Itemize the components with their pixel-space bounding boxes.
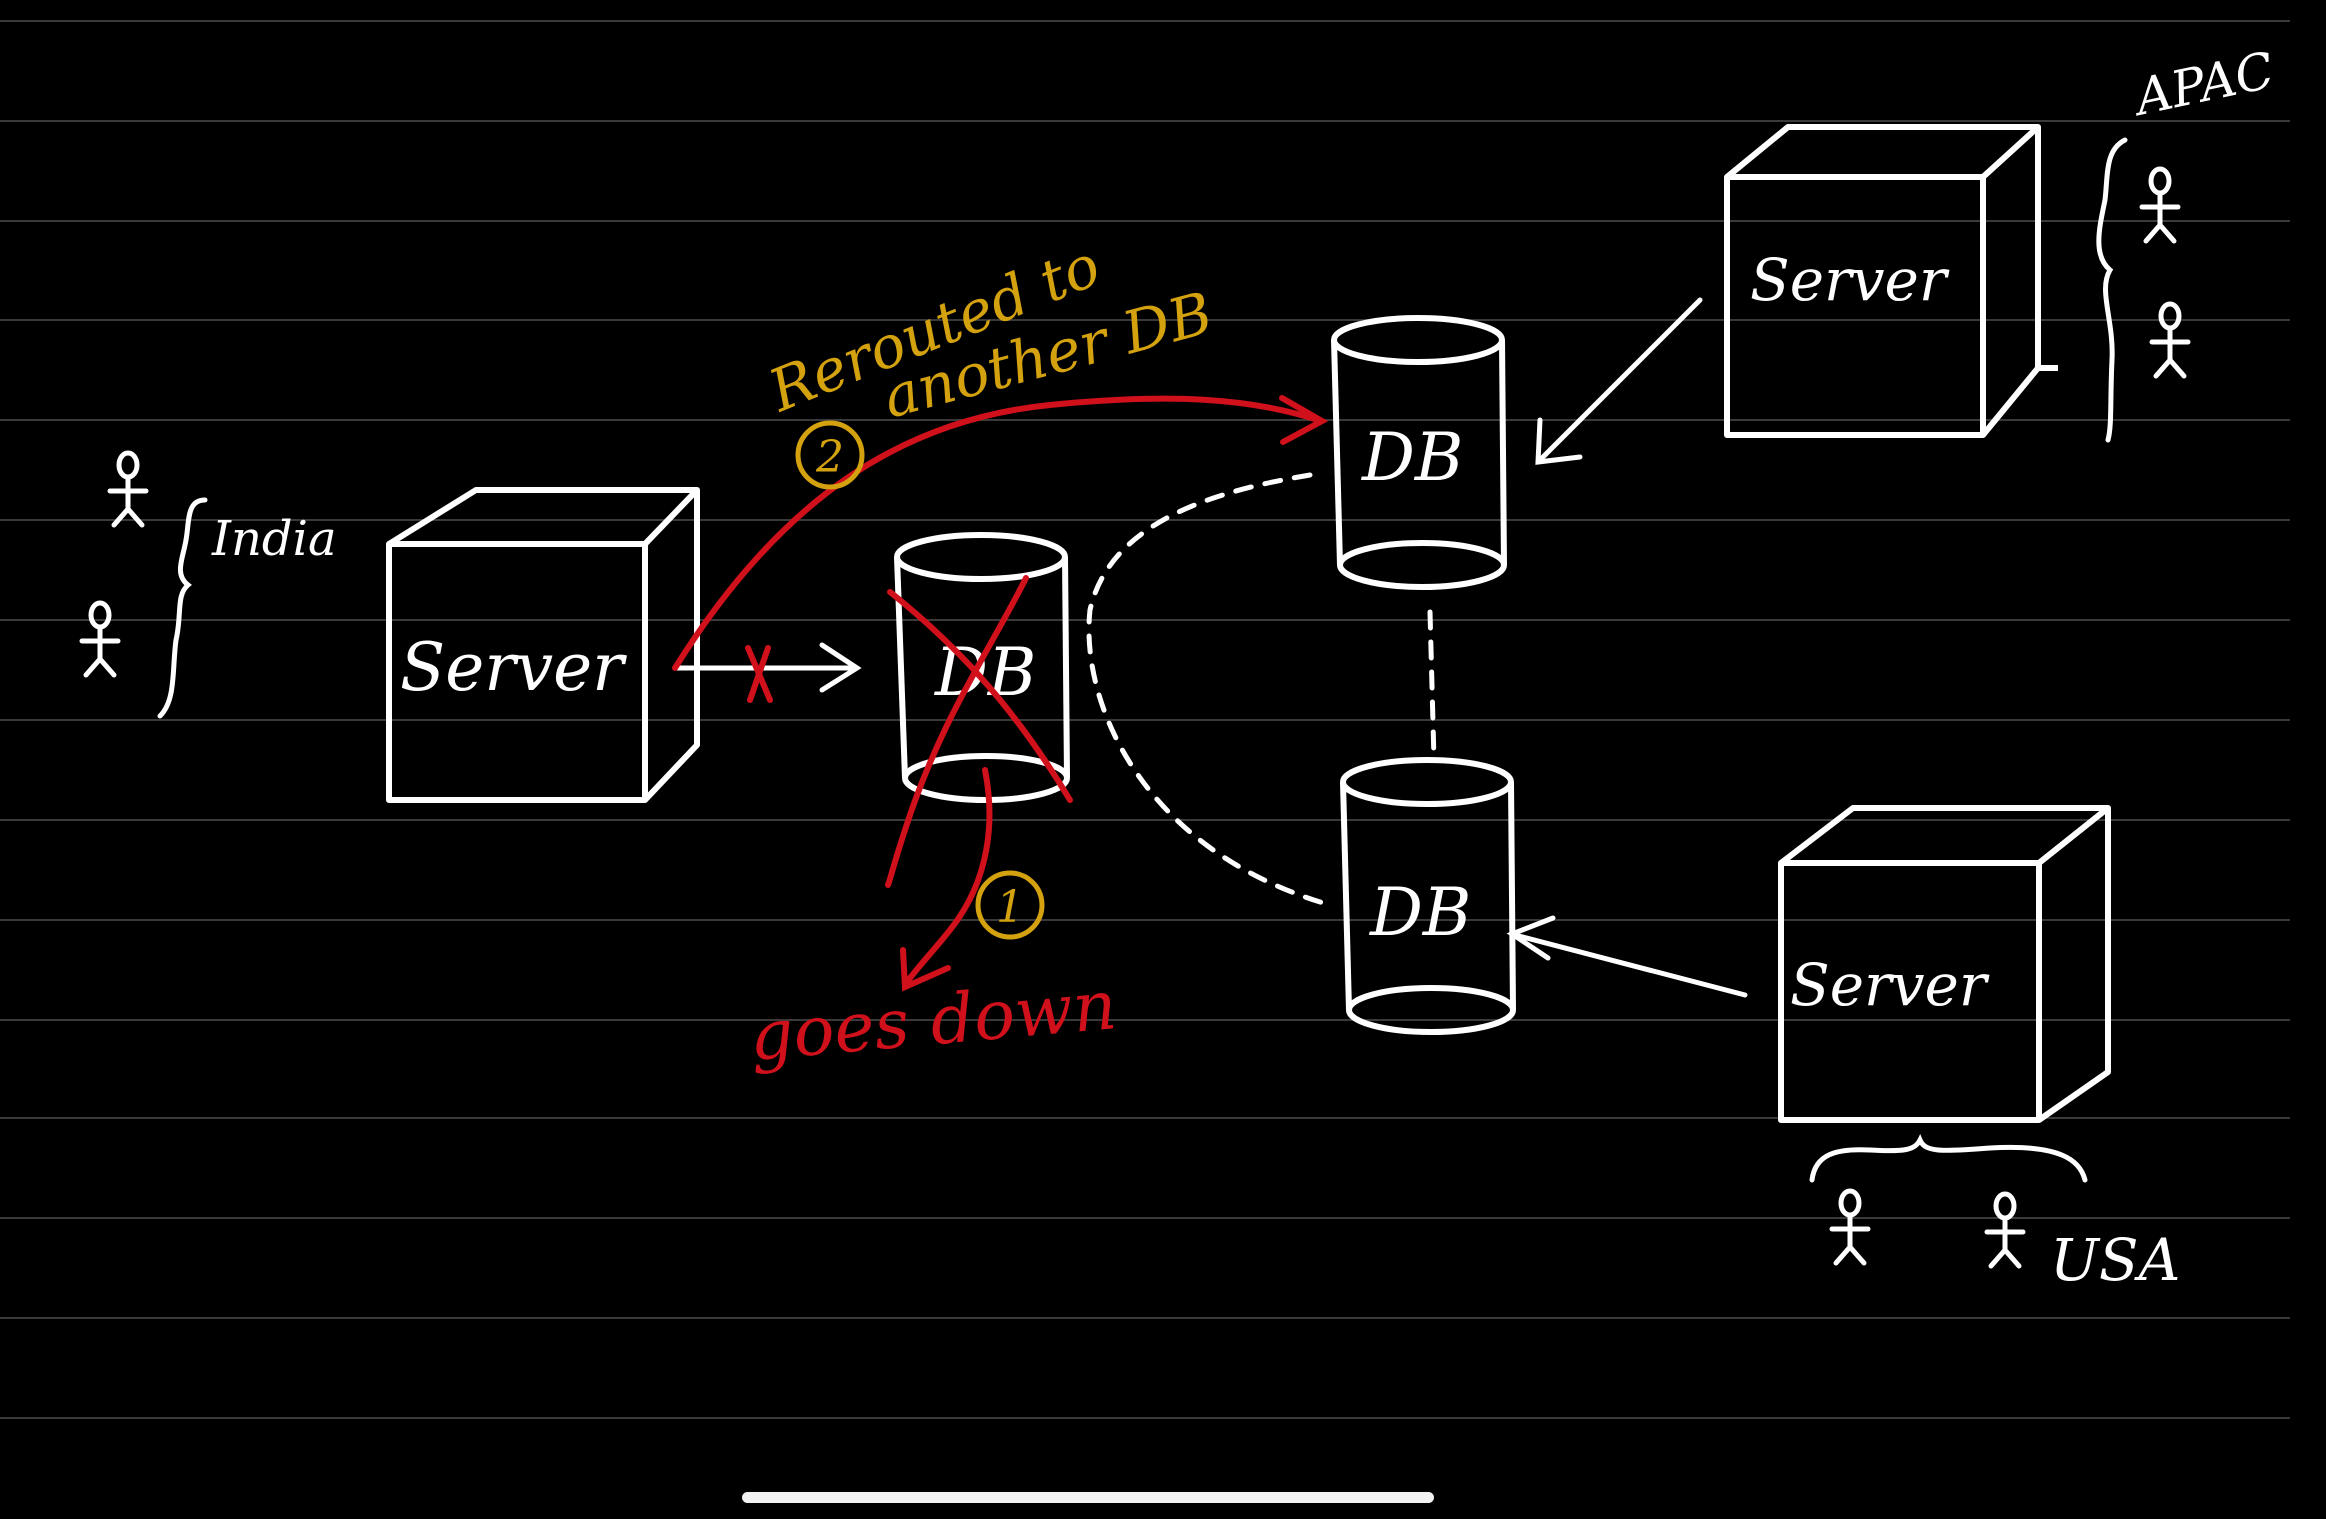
goes-down-arrow <box>900 767 993 992</box>
arrow-icon <box>672 642 862 693</box>
stick-figure-icon <box>2142 169 2178 241</box>
db-apac <box>1331 315 1507 590</box>
apac-label: APAC <box>2127 41 2279 128</box>
stick-figure-icon <box>82 603 118 675</box>
apac-users: APAC <box>2096 41 2279 443</box>
server-apac <box>1724 124 2058 438</box>
india-brace <box>157 497 208 719</box>
server-india <box>386 487 700 803</box>
db-apac-label: DB <box>1361 419 1463 496</box>
server-india-label: Server <box>400 629 627 706</box>
home-indicator[interactable] <box>742 1492 1434 1503</box>
step-2-badge: 2 <box>795 420 865 490</box>
step-2-number: 2 <box>815 432 844 483</box>
usa-users: USA <box>1809 1134 2181 1294</box>
ruled-lines <box>0 20 2290 1419</box>
arrow-icon <box>1506 915 1748 998</box>
db-usa <box>1340 757 1516 1035</box>
apac-brace <box>2096 137 2128 443</box>
stick-figure-icon <box>1987 1194 2023 1266</box>
usa-label: USA <box>2050 1226 2181 1294</box>
server-usa-label: Server <box>1790 951 1990 1019</box>
failure-cross-icon <box>885 575 1073 888</box>
server-apac-label: Server <box>1750 246 1950 314</box>
stick-figure-icon <box>110 453 146 525</box>
arrow-icon <box>1535 297 1703 465</box>
failure-cross-icon <box>745 645 773 703</box>
db-india <box>894 532 1070 803</box>
usa-brace <box>1809 1134 2088 1183</box>
db-usa-label: DB <box>1369 874 1471 951</box>
step-1-number: 1 <box>996 882 1024 933</box>
stick-figure-icon <box>1832 1191 1868 1263</box>
step-1-badge: 1 <box>975 870 1045 940</box>
stick-figure-icon <box>2152 304 2188 376</box>
replication-links <box>1086 472 1437 908</box>
reroute-arrow <box>672 395 1329 671</box>
goes-down-label: goes down <box>747 966 1120 1077</box>
india-label: India <box>211 511 337 567</box>
server-usa <box>1778 805 2111 1123</box>
india-users: India <box>82 453 337 719</box>
